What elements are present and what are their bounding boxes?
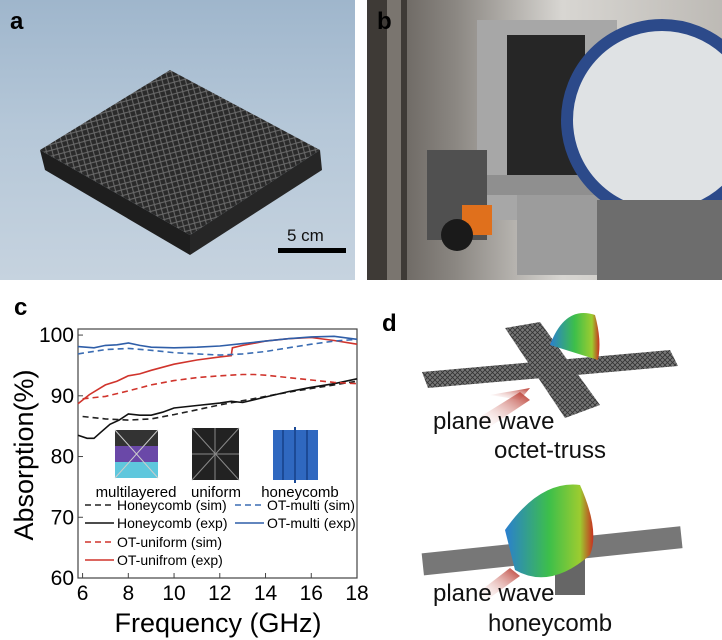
panel-label-c: c bbox=[14, 294, 28, 321]
legend-entry-label: OT-uniform (sim) bbox=[117, 534, 222, 550]
honeycomb-label: honeycomb bbox=[488, 610, 613, 637]
x-tick-label: 18 bbox=[345, 582, 368, 605]
inset-label-honeycomb: honeycomb bbox=[261, 484, 339, 501]
uniform-structure-inset bbox=[191, 427, 240, 481]
x-tick-label: 6 bbox=[77, 582, 89, 605]
bottom-plane-wave-label: plane wave bbox=[433, 580, 555, 607]
plot-frame bbox=[77, 328, 358, 579]
inset-label-uniform: uniform bbox=[191, 484, 241, 501]
y-tick-label: 100 bbox=[39, 324, 74, 347]
legend: Honeycomb (sim) Honeycomb (exp) OT-uniform… bbox=[85, 497, 356, 568]
inset-label-multilayered: multilayered bbox=[96, 484, 177, 501]
series-line-ot-uniform-sim bbox=[82, 373, 358, 400]
octet-truss-simulation bbox=[422, 313, 678, 428]
y-tick-label: 60 bbox=[51, 567, 74, 590]
legend-entry-label: OT-unifrom (exp) bbox=[117, 552, 223, 568]
series-line-honeycomb-sim bbox=[82, 380, 358, 421]
scale-bar bbox=[278, 248, 346, 253]
panel-b-photo bbox=[367, 0, 722, 280]
y-tick-label: 90 bbox=[51, 385, 74, 408]
x-tick-label: 12 bbox=[208, 582, 231, 605]
series-line-ot-multi-sim bbox=[77, 338, 358, 356]
x-tick-label: 14 bbox=[254, 582, 278, 605]
octet-truss-label: octet-truss bbox=[494, 437, 607, 464]
x-tick-label: 16 bbox=[300, 582, 323, 605]
y-axis-label: Absorption(%) bbox=[9, 369, 39, 540]
panel-label-b: b bbox=[377, 8, 392, 35]
x-axis-label: Frequency (GHz) bbox=[114, 608, 321, 638]
multilayered-structure-inset bbox=[114, 429, 159, 479]
y-tick-label: 70 bbox=[51, 506, 74, 529]
honeycomb-simulation bbox=[421, 484, 683, 602]
series-line-honeycomb-exp bbox=[77, 378, 358, 440]
octet-truss-lattice-sample bbox=[40, 70, 322, 255]
legend-entry-label: Honeycomb (exp) bbox=[117, 515, 228, 531]
top-plane-wave-label: plane wave bbox=[433, 408, 555, 435]
x-tick-label: 8 bbox=[122, 582, 134, 605]
series-line-ot-multi-exp bbox=[77, 335, 358, 349]
legend-entry-label: OT-multi (exp) bbox=[267, 515, 356, 531]
radiation-pattern-simulations bbox=[421, 313, 683, 602]
series-line-ot-unifrom-exp bbox=[77, 336, 358, 405]
y-tick-label: 80 bbox=[51, 446, 74, 469]
measurement-setup-photo bbox=[367, 0, 722, 280]
honeycomb-structure-inset bbox=[273, 427, 318, 483]
panel-label-a: a bbox=[10, 8, 24, 35]
x-tick-label: 10 bbox=[162, 582, 185, 605]
panel-label-d: d bbox=[382, 310, 397, 337]
legend-entry-label: OT-multi (sim) bbox=[267, 497, 355, 513]
scale-bar-label: 5 cm bbox=[287, 226, 324, 245]
panel-a-photo: 5 cm bbox=[0, 0, 355, 280]
legend-entry-label: Honeycomb (sim) bbox=[117, 497, 227, 513]
